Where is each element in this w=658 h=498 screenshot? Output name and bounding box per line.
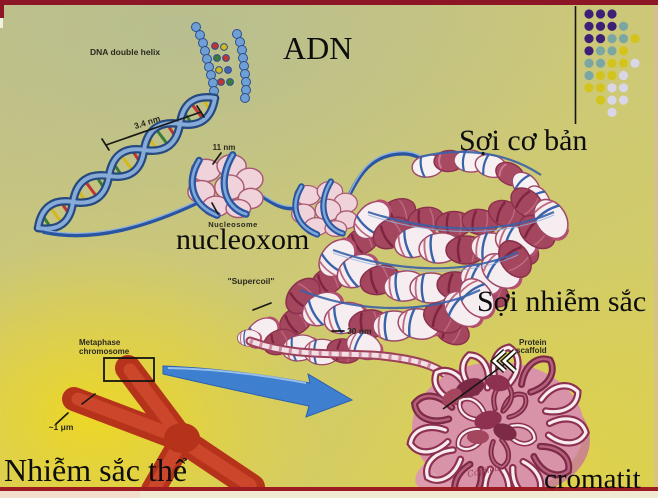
label-metaphase-line1: Metaphase [79, 338, 121, 347]
flow-arrow [162, 365, 354, 418]
label-protein-line1: Protein [519, 338, 547, 347]
label-dna-double-helix: DNA double helix [90, 47, 160, 57]
label-metaphase-line2: chromosome [79, 347, 130, 356]
metaphase-box [103, 357, 155, 382]
label-nucleoxom: nucleoxom [176, 223, 309, 256]
label-11nm: 11 nm [213, 143, 236, 152]
label-adn: ADN [283, 30, 352, 66]
label-cromatit: cromatit [544, 463, 641, 495]
basic-fiber [409, 147, 561, 235]
chromatin-loop-mass [408, 345, 590, 498]
pointer-supercoil [252, 302, 272, 311]
pointer-1um-a [81, 393, 96, 405]
supercoil-fiber [236, 180, 578, 367]
label-nucleosome: Nucleosome [208, 220, 258, 229]
nucleosome-1 [188, 155, 263, 218]
connector-rope [245, 336, 457, 385]
decor-dots-grid [584, 9, 640, 117]
label-nhiem-sac-the: Nhiễm sắc thể [4, 452, 188, 488]
protein-scaffold-arrow [442, 348, 517, 410]
pointer-1um-b [55, 412, 69, 425]
label-30nm: 30 nm [347, 326, 372, 336]
pointer-11nm [212, 152, 222, 165]
label-soi-nhiem-sac: Sợi nhiễm sắc [477, 285, 646, 318]
label-soi-co-ban: Sợi cơ bản [459, 124, 587, 157]
label-supercoil: "Supercoil" [228, 276, 275, 286]
measure-3-4nm-line [101, 105, 205, 151]
label-protein-line2: scaffold [516, 346, 547, 355]
pointer-nucleosome [211, 202, 219, 215]
dna-ladder [191, 22, 251, 103]
label-1um: ~1 μm [49, 422, 74, 432]
decor-dots [574, 6, 640, 124]
